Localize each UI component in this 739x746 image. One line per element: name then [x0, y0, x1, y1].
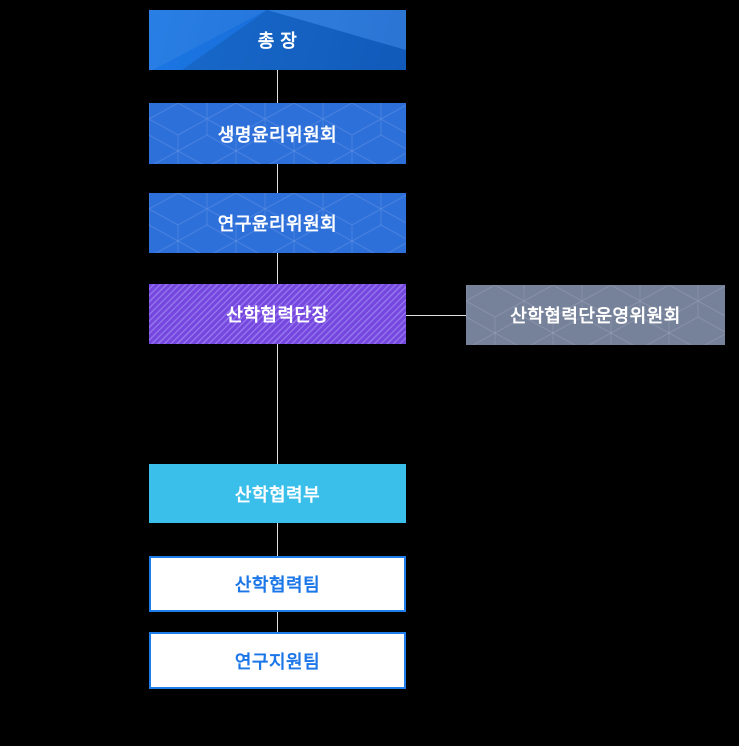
- org-node-president: 총 장: [149, 10, 406, 70]
- connector-research-ethics-iacf-head: [277, 253, 278, 284]
- org-node-president-label: 총 장: [257, 31, 298, 51]
- org-node-iacf-head: 산학협력단장: [149, 284, 406, 344]
- org-node-industry-cooperation-dept-label: 산학협력부: [234, 484, 321, 505]
- org-node-research-ethics-committee: 연구윤리위원회: [149, 193, 406, 253]
- org-node-research-support-team-label: 연구지원팀: [234, 651, 321, 672]
- connector-iacf-head-steering-committee: [406, 315, 466, 316]
- org-node-bioethics-committee: 생명윤리위원회: [149, 103, 406, 164]
- org-node-industry-cooperation-team: 산학협력팀: [149, 556, 406, 612]
- org-node-bioethics-committee-label: 생명윤리위원회: [217, 124, 338, 145]
- org-node-iacf-steering-committee: 산학협력단운영위원회: [466, 285, 725, 345]
- org-node-industry-cooperation-team-label: 산학협력팀: [234, 575, 321, 595]
- org-node-iacf-steering-committee-label: 산학협력단운영위원회: [510, 306, 681, 326]
- connector-cooperation-team-research-support-team: [277, 612, 278, 632]
- cube-pattern-decoration: [466, 285, 725, 345]
- org-node-iacf-head-label: 산학협력단장: [226, 305, 329, 325]
- connector-iacf-head-cooperation-dept: [277, 344, 278, 464]
- connector-cooperation-dept-cooperation-team: [277, 523, 278, 556]
- facet-decoration: [149, 10, 406, 70]
- connector-president-bioethics: [277, 70, 278, 103]
- connector-bioethics-research-ethics: [277, 164, 278, 193]
- org-node-research-ethics-committee-label: 연구윤리위원회: [217, 214, 338, 234]
- cube-pattern-decoration: [149, 103, 406, 164]
- org-node-research-support-team: 연구지원팀: [149, 632, 406, 689]
- org-node-industry-cooperation-dept: 산학협력부: [149, 464, 406, 523]
- cube-pattern-decoration: [149, 193, 406, 253]
